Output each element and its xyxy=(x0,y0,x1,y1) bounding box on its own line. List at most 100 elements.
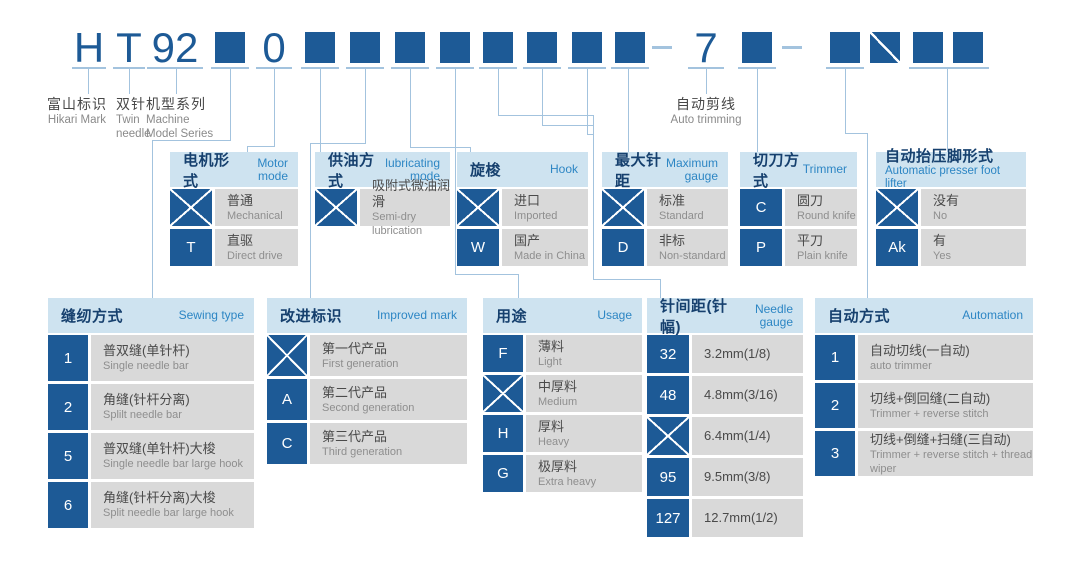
option-sublabel: Round knife xyxy=(797,209,856,222)
cross-mark-icon xyxy=(647,417,689,455)
option-key: 3 xyxy=(815,431,855,476)
code-square xyxy=(483,32,513,63)
table-header: 用途 Usage xyxy=(483,298,642,333)
code-char: 92 xyxy=(151,24,199,71)
code-square-slashed-icon xyxy=(870,32,900,63)
code-square xyxy=(305,32,335,63)
code-underline xyxy=(72,67,106,69)
table-title-en: Improved mark xyxy=(376,308,457,322)
connector-line xyxy=(365,68,366,144)
table-title-zh: 供油方式 xyxy=(328,151,375,190)
connector-line xyxy=(542,68,543,126)
table-header: 供油方式 lubricating mode xyxy=(315,152,450,190)
table-title-zh: 用途 xyxy=(496,308,528,325)
option-sublabel: Trimmer + reverse stitch + thread wiper xyxy=(870,448,1033,475)
table-title-zh: 自动方式 xyxy=(828,308,891,325)
option-sublabel: Non-standard xyxy=(659,249,726,262)
option-sublabel: No xyxy=(933,209,948,222)
table-title-zh: 最大针距 xyxy=(615,151,662,190)
cross-mark-icon xyxy=(457,189,499,226)
cross-mark-icon xyxy=(876,189,918,226)
code-char: T xyxy=(116,24,142,71)
option-label: 厚料 xyxy=(538,418,565,434)
option-sublabel: Trimmer + reverse stitch xyxy=(870,407,989,420)
cross-mark-icon xyxy=(602,189,644,226)
connector-line xyxy=(867,133,868,299)
option-row: 6.4mm(1/4) xyxy=(647,417,803,455)
option-label: 普通 xyxy=(227,192,254,208)
table-title-en: Hook xyxy=(549,162,578,176)
table-title-zh: 针间距(针幅) xyxy=(660,297,728,336)
table-title-en: Usage xyxy=(597,308,632,322)
option-sublabel: Extra heavy xyxy=(538,475,597,488)
option-sublabel: Made in China xyxy=(514,249,585,262)
label-zh: 自动剪线 xyxy=(676,96,736,112)
cross-mark-icon xyxy=(315,189,357,226)
option-label: 普双缝(单针杆) xyxy=(103,343,190,358)
option-key: Ak xyxy=(876,229,918,266)
option-key: C xyxy=(267,423,307,464)
table-header: 针间距(针幅)Needle gauge xyxy=(647,298,803,336)
table-title-en: Automatic presser foot lifter xyxy=(885,165,1001,190)
option-key: H xyxy=(483,415,523,452)
option-sublabel: Second generation xyxy=(322,401,415,414)
option-sublabel: First generation xyxy=(322,357,399,370)
code-square xyxy=(615,32,645,63)
connector-line xyxy=(587,134,594,135)
option-sublabel: Semi-dry lubrication xyxy=(372,210,423,237)
connector-line xyxy=(410,68,411,148)
label-zh: 机型系列 xyxy=(146,96,206,112)
option-sublabel: Third generation xyxy=(322,445,403,458)
option-label: 9.5mm(3/8) xyxy=(704,469,771,484)
connector-line xyxy=(660,279,661,299)
option-label: 第二代产品 xyxy=(322,384,388,400)
option-cell: 角缝(针杆分离)Splilt needle bar xyxy=(91,384,254,430)
code-char: 7 xyxy=(694,24,718,71)
option-sublabel: Split needle bar large hook xyxy=(103,507,234,519)
connector-line xyxy=(470,147,471,153)
option-key: 1 xyxy=(48,335,88,381)
table-title-zh: 旋梭 xyxy=(470,162,502,179)
option-sublabel: Plain knife xyxy=(797,249,848,262)
option-label: 6.4mm(1/4) xyxy=(704,428,771,443)
connector-line xyxy=(88,68,89,94)
option-label: 3.2mm(1/8) xyxy=(704,346,771,361)
option-sublabel: Imported xyxy=(514,209,558,222)
connector-line xyxy=(230,68,231,141)
code-square xyxy=(742,32,772,63)
option-label: 进口 xyxy=(514,192,541,208)
table-title-en: lubricating mode xyxy=(385,155,440,183)
table-title-zh: 缝纫方式 xyxy=(61,308,124,325)
